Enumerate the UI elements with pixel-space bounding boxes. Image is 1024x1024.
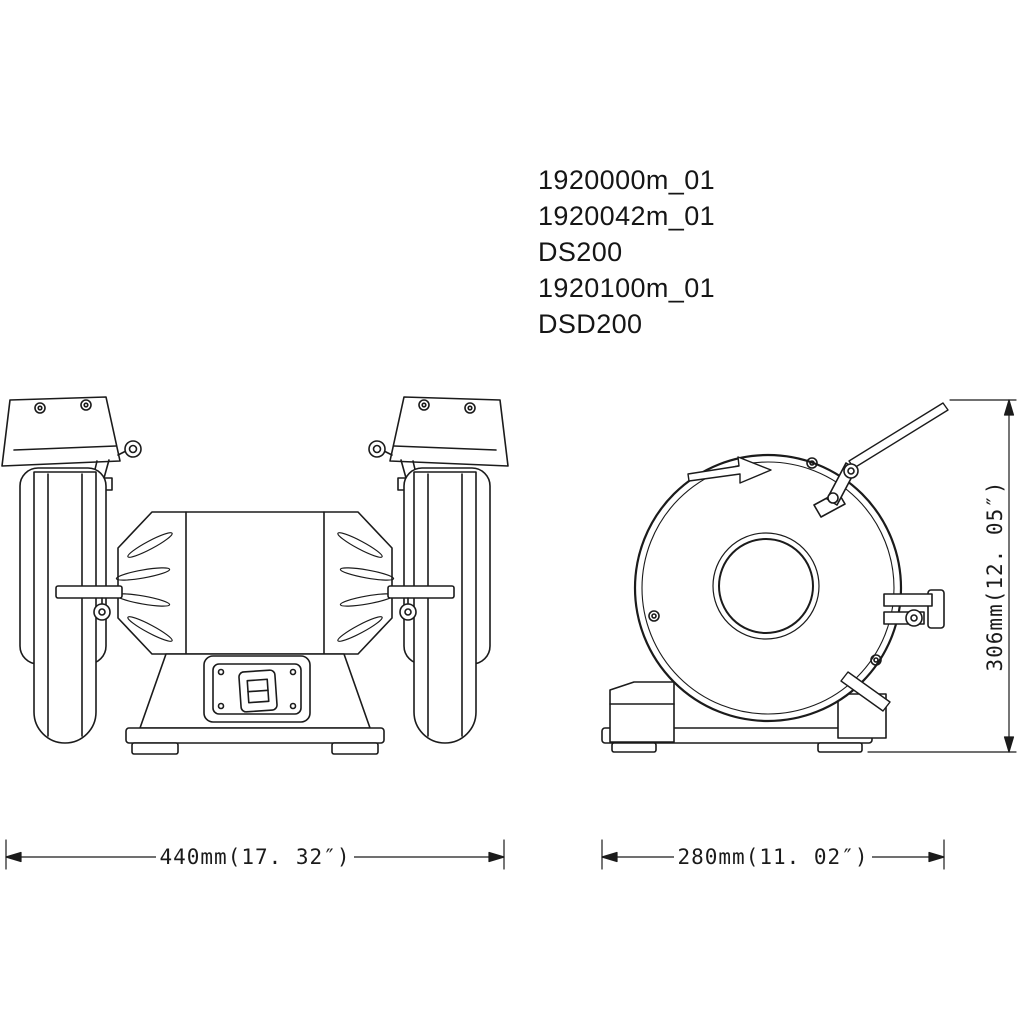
base-plate — [125, 727, 385, 744]
front-view — [1, 396, 509, 755]
dim-label-front-width: 440mm(17. 32″) — [159, 845, 350, 869]
shield-screw-icon — [421, 402, 427, 408]
shield-pivot-bolt — [827, 492, 839, 504]
part-number-line: 1920100m_01 — [538, 273, 716, 303]
switch-screw-icon — [289, 702, 297, 710]
vent-slot — [337, 532, 383, 558]
base-foot — [611, 742, 657, 753]
base-foot — [331, 742, 379, 755]
tool-rest-knob — [404, 608, 412, 616]
dimension-front-width: 440mm(17. 32″) — [5, 839, 505, 870]
vent-slot — [337, 616, 383, 642]
part-number-list: 1920000m_01 1920042m_01 DS200 1920100m_0… — [538, 162, 715, 342]
tool-rest-right — [387, 585, 455, 599]
tool-rest-knob — [905, 609, 923, 627]
dim-arrow-icon — [5, 851, 22, 863]
base-foot — [131, 742, 179, 755]
part-number-line: DS200 — [538, 237, 623, 267]
shield-screw-icon — [34, 402, 46, 414]
dim-label-mask — [674, 844, 872, 870]
switch-plate-inner — [212, 663, 302, 715]
vent-slot — [127, 616, 173, 642]
tool-rest-knob — [98, 608, 106, 616]
tool-rest-side — [883, 589, 945, 629]
spark-deflector — [840, 671, 891, 712]
eye-shield-fold-line — [393, 445, 497, 451]
shield-blade — [848, 402, 949, 469]
tool-rest-knob — [910, 614, 918, 622]
eye-shield-fold-line — [13, 445, 117, 451]
switch-screw-icon — [289, 668, 297, 676]
shield-screw-icon — [418, 399, 430, 411]
switch-screw-icon — [217, 668, 225, 676]
grinding-wheel-left — [33, 471, 97, 744]
wheel-assembly-right — [387, 467, 491, 744]
bolt-icon — [870, 654, 882, 666]
base-block-right — [837, 693, 887, 739]
part-number-line: 1920000m_01 — [538, 165, 716, 195]
dim-arrow-icon — [601, 851, 618, 863]
shield-knob — [124, 440, 142, 458]
power-switch — [203, 655, 311, 723]
tool-rest-plate — [883, 593, 933, 607]
arbor-hub-outer — [712, 532, 820, 640]
shield-screw-icon — [464, 402, 476, 414]
dim-label-side-depth: 280mm(11. 02″) — [677, 845, 868, 869]
dim-arrow-icon — [1003, 736, 1015, 753]
side-view — [601, 402, 949, 753]
motor-body — [117, 511, 393, 655]
bolt-icon — [806, 457, 818, 469]
arbor-hub — [718, 538, 814, 634]
shield-screw-icon — [467, 405, 473, 411]
bolt-icon — [648, 610, 660, 622]
shield-screw-icon — [80, 399, 92, 411]
motor-housing — [115, 511, 395, 655]
dimension-side-depth: 280mm(11. 02″) — [601, 839, 945, 870]
dim-arrow-icon — [488, 851, 505, 863]
shield-knob — [128, 444, 138, 454]
shield-knob — [368, 440, 386, 458]
dim-label-side-height: 306mm(12. 05″) — [983, 480, 1007, 671]
rotation-arrow-icon — [687, 456, 772, 484]
dim-arrow-icon — [928, 851, 945, 863]
guard-bolts — [648, 457, 882, 666]
base-block-left — [609, 681, 675, 743]
eye-shield-plate — [1, 396, 121, 467]
eye-shield-plate — [389, 396, 509, 467]
wheel-guard-circle — [633, 453, 903, 723]
tool-rest-knob — [399, 603, 417, 621]
vent-slot — [339, 567, 395, 581]
part-number-line: DSD200 — [538, 309, 643, 339]
bolt-icon — [873, 657, 879, 663]
wheel-assembly-left — [19, 467, 123, 744]
bolt-icon — [809, 460, 815, 466]
eye-shield-side — [813, 402, 949, 518]
base-side — [601, 681, 887, 753]
tool-rest-left — [55, 585, 123, 599]
shield-knob — [843, 463, 859, 479]
base-foot — [817, 742, 863, 753]
switch-screw-icon — [217, 702, 225, 710]
part-number-line: 1920042m_01 — [538, 201, 716, 231]
shield-screw-icon — [83, 402, 89, 408]
dim-arrow-icon — [1003, 399, 1015, 416]
dim-label-mask — [156, 844, 354, 870]
tool-rest-knob — [93, 603, 111, 621]
vent-slot — [115, 567, 171, 581]
shield-screw-icon — [37, 405, 43, 411]
dimension-side-height: 306mm(12. 05″) — [867, 399, 1017, 753]
bolt-icon — [651, 613, 657, 619]
vent-slot — [127, 532, 173, 558]
grinding-wheel-right — [413, 471, 477, 744]
shield-knob — [372, 444, 382, 454]
shield-knob — [847, 467, 855, 475]
guard-inner-rim — [641, 461, 895, 715]
switch-rocker-line — [247, 689, 269, 693]
